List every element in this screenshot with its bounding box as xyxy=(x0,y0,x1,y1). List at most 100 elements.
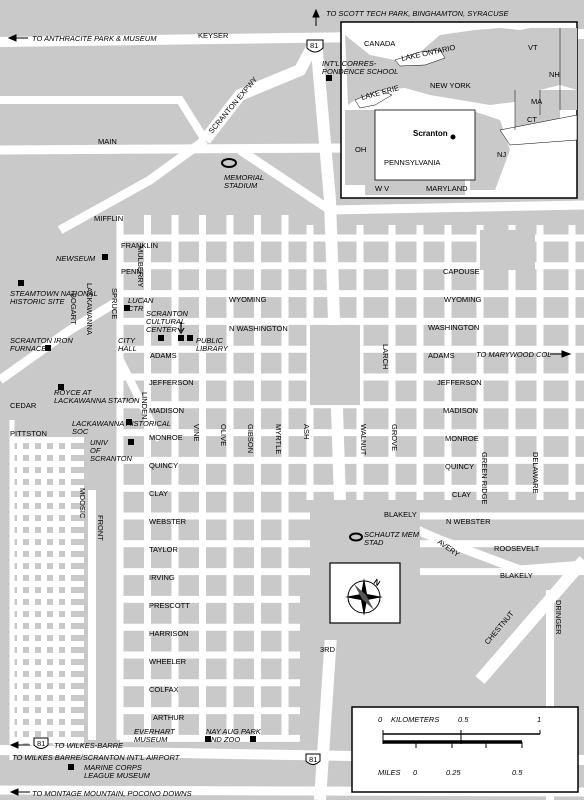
street-irving: IRVING xyxy=(149,573,175,582)
inset-ma: MA xyxy=(531,97,542,106)
i81-label-top: 81 xyxy=(310,41,318,50)
street-main: MAIN xyxy=(98,137,117,146)
compass-rose xyxy=(329,562,401,624)
direction-bottom-left-2: TO WILKES BARRE/SCRANTON INT'L AIRPORT xyxy=(12,753,181,762)
street-madison: MADISON xyxy=(149,406,184,415)
inset-scranton: Scranton xyxy=(413,129,448,138)
street-olive: OLIVE xyxy=(219,424,228,446)
inset-ct: CT xyxy=(527,115,537,124)
street-mulberry: MULBERRY xyxy=(136,246,145,288)
intl-school-label: INT'L CORRES-PONDENCE SCHOOL xyxy=(322,59,398,76)
cultural-center-marker xyxy=(178,335,184,341)
intl-school-marker xyxy=(326,75,332,81)
scale-kilometers-label: KILOMETERS xyxy=(391,715,439,724)
street-jefferson-east: JEFFERSON xyxy=(437,378,482,387)
street-madison-east: MADISON xyxy=(443,406,478,415)
street-walnut: WALNUT xyxy=(359,424,368,456)
street-adams-east: ADAMS xyxy=(428,351,455,360)
street-moosic: MOOSIC xyxy=(78,488,87,519)
street-washington: WASHINGTON xyxy=(428,323,479,332)
inset-nj: NJ xyxy=(497,150,506,159)
street-spruce: SPRUCE xyxy=(110,288,119,319)
street-3rd: 3RD xyxy=(320,645,336,654)
scale-mi-tick-0: 0 xyxy=(413,768,418,777)
street-ash: ASH xyxy=(302,424,311,439)
scale-mi-tick-2: 0.5 xyxy=(512,768,523,777)
schautz-stadium-icon xyxy=(349,532,363,542)
street-jefferson: JEFFERSON xyxy=(149,378,194,387)
lucan-marker xyxy=(124,305,130,311)
scale-km-tick-0: 0 xyxy=(378,715,383,724)
inset-canada: CANADA xyxy=(364,39,395,48)
street-myrtle: MYRTLE xyxy=(274,424,283,454)
direction-top-left: TO ANTHRACITE PARK & MUSEUM xyxy=(32,34,157,43)
everhart-marker xyxy=(205,736,211,742)
street-arthur: ARTHUR xyxy=(153,713,185,722)
street-n-washington: N WASHINGTON xyxy=(229,324,288,333)
street-greenridge: GREEN RIDGE xyxy=(480,452,489,505)
street-keyser: KEYSER xyxy=(198,31,229,40)
direction-bottom: TO MONTAGE MOUNTAIN, POCONO DOWNS xyxy=(32,789,192,798)
steamtown-marker xyxy=(18,280,24,286)
street-clay-east: CLAY xyxy=(452,490,471,499)
direction-bottom-left-1: TO WILKES-BARRE xyxy=(54,741,124,750)
cultural-center-pointer xyxy=(177,322,185,335)
street-front: FRONT xyxy=(96,515,105,541)
street-vine: VINE xyxy=(192,424,201,442)
street-wheeler: WHEELER xyxy=(149,657,187,666)
historical-soc-marker xyxy=(126,419,132,425)
street-cedar: CEDAR xyxy=(10,401,37,410)
interstate-81-shield-left xyxy=(33,737,49,749)
street-blakely: BLAKELY xyxy=(384,510,417,519)
library-marker xyxy=(187,335,193,341)
inset-map xyxy=(340,21,578,199)
i81-label-left: 81 xyxy=(37,739,45,748)
street-pittston: PITTSTON xyxy=(10,429,47,438)
street-delaware: DELAWARE xyxy=(531,452,540,494)
compass-north-label: N xyxy=(372,577,382,588)
street-quincy-east: QUINCY xyxy=(445,462,474,471)
street-dringer: DRINGER xyxy=(554,600,563,635)
street-colfax: COLFAX xyxy=(149,685,179,694)
street-wyoming-east: WYOMING xyxy=(444,295,482,304)
inset-new-york: NEW YORK xyxy=(430,81,471,90)
scale-km-tick-1: 0.5 xyxy=(458,715,469,724)
street-monroe: MONROE xyxy=(149,433,183,442)
street-bogart: BOGART xyxy=(69,293,78,325)
iron-furnaces-marker xyxy=(45,345,51,351)
street-larch: LARCH xyxy=(381,344,390,369)
interstate-81-shield-top xyxy=(306,39,324,53)
univ-marker xyxy=(128,439,134,445)
royce-marker xyxy=(58,384,64,390)
direction-arrows xyxy=(7,8,572,796)
direction-right: TO MARYWOOD COL xyxy=(476,350,551,359)
street-penn: PENN xyxy=(121,267,142,276)
scale-miles-label: MILES xyxy=(378,768,401,777)
street-taylor: TAYLOR xyxy=(149,545,178,554)
street-adams: ADAMS xyxy=(150,351,177,360)
direction-top-right: TO SCOTT TECH PARK, BINGHAMTON, SYRACUSE xyxy=(326,9,510,18)
scale-mi-tick-1: 0.25 xyxy=(446,768,461,777)
street-linden: LINDEN xyxy=(140,392,149,420)
street-quincy: QUINCY xyxy=(149,461,178,470)
scale-bar xyxy=(351,706,579,793)
street-monroe-east: MONROE xyxy=(445,434,479,443)
nay-aug-marker xyxy=(250,736,256,742)
inset-pennsylvania: PENNSYLVANIA xyxy=(384,158,440,167)
street-gibson: GIBSON xyxy=(246,424,255,453)
street-grid xyxy=(14,215,584,745)
